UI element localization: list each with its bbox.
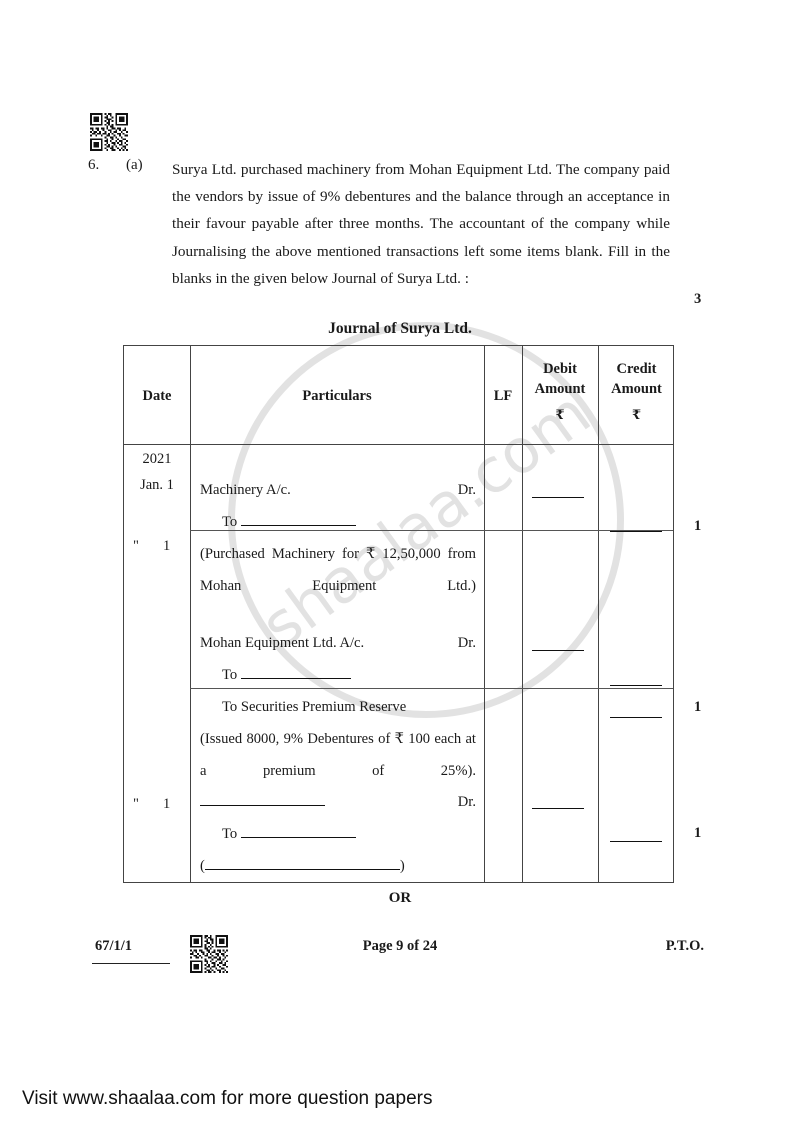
blank-field-credit-amount-2b[interactable] — [610, 717, 662, 718]
column-divider-particulars — [484, 346, 485, 882]
journal-table: Date Particulars LF Debit Amount ₹ Credi… — [123, 345, 674, 883]
narration-close-paren-3: ) — [399, 858, 405, 874]
header-particulars: Particulars — [302, 388, 372, 404]
debit-account-line-1: Machinery A/c. Dr. — [200, 474, 476, 506]
blank-field-credit-account-1[interactable] — [240, 525, 356, 526]
question-text: Surya Ltd. purchased machinery from Moha… — [172, 161, 670, 287]
table-title: Journal of Surya Ltd. — [328, 320, 472, 337]
dr-label-1: Dr. — [457, 482, 476, 498]
header-date: Date — [142, 388, 172, 404]
debit-account-line-2: Mohan Equipment Ltd. A/c. Dr. — [200, 627, 476, 659]
row-separator-2 — [190, 688, 673, 689]
rupee-icon-credit: ₹ — [631, 407, 642, 422]
entry-marks-1: 1 — [694, 518, 702, 534]
entry-marks-3: 1 — [694, 825, 702, 841]
qr-code-top — [90, 113, 128, 151]
to-label-1: To — [222, 514, 238, 530]
question-part-label: (a) — [126, 157, 143, 173]
narration-2: (Issued 8000, 9% Debentures of ₹ 100 eac… — [200, 731, 476, 779]
header-debit-label: Debit Amount — [534, 361, 586, 397]
header-lf: LF — [493, 388, 513, 404]
ditto-mark-2: " — [133, 538, 139, 554]
qr-code-footer — [190, 935, 228, 973]
blank-field-debit-amount-2[interactable] — [532, 650, 584, 651]
blank-field-credit-account-3[interactable] — [240, 837, 356, 838]
debit-account-line-3: Dr. — [200, 786, 476, 818]
blank-field-credit-account-2[interactable] — [240, 678, 351, 679]
debit-account-name-2: Mohan Equipment Ltd. A/c. — [200, 635, 365, 651]
or-separator: OR — [388, 890, 412, 906]
paper-code: 67/1/1 — [95, 938, 133, 954]
question-number: 6. — [88, 157, 100, 173]
table-row-particulars-3: Dr. To () — [190, 786, 484, 882]
blank-field-debit-amount-1[interactable] — [532, 497, 584, 498]
blank-field-credit-amount-1[interactable] — [610, 531, 662, 532]
blank-field-credit-amount-3[interactable] — [610, 841, 662, 842]
column-divider-debit — [598, 346, 599, 882]
column-divider-lf — [522, 346, 523, 882]
debit-account-name-1: Machinery A/c. — [200, 482, 291, 498]
table-row-date-3: "1 — [124, 791, 190, 817]
table-row-particulars-2: Mohan Equipment Ltd. A/c. Dr. To To Secu… — [190, 627, 484, 819]
promo-text: Visit www.shaalaa.com for more question … — [22, 1088, 433, 1109]
blank-field-debit-account-3[interactable] — [200, 805, 325, 806]
to-label-2: To — [222, 667, 238, 683]
ditto-mark-3: " — [133, 796, 139, 812]
header-credit-amount: Credit Amount ₹ — [598, 359, 675, 425]
table-row-particulars-1: Machinery A/c. Dr. To (Purchased Machine… — [190, 474, 484, 634]
table-row-date-2: "1 — [124, 533, 190, 559]
narration-3: () — [200, 850, 476, 882]
dr-label-3: Dr. — [457, 794, 476, 810]
credit-account-line-2b: To Securities Premium Reserve — [222, 699, 407, 715]
paper-code-underline — [92, 963, 170, 964]
header-bottom-border — [124, 444, 673, 445]
date-day-2: 1 — [163, 538, 171, 554]
blank-field-debit-amount-3[interactable] — [532, 808, 584, 809]
pto-label: P.T.O. — [665, 938, 704, 954]
date-day-1: Jan. 1 — [140, 477, 174, 493]
rupee-icon-debit: ₹ — [555, 407, 565, 422]
row-separator-1 — [190, 530, 673, 531]
blank-field-narration-3[interactable] — [204, 869, 400, 870]
entry-marks-2: 1 — [694, 699, 702, 715]
credit-account-line-2a: To — [200, 659, 476, 691]
to-label-3: To — [222, 826, 238, 842]
page-number: Page 9 of 24 — [362, 938, 438, 954]
date-year-1: 2021 — [142, 451, 172, 467]
date-day-3: 1 — [163, 796, 171, 812]
credit-account-line-1: To — [200, 506, 476, 538]
narration-open-paren-3: ( — [200, 858, 205, 874]
table-row-date-1: 2021 Jan. 1 — [124, 446, 190, 498]
blank-field-credit-amount-2a[interactable] — [610, 685, 662, 686]
header-credit-label: Credit Amount — [611, 361, 662, 397]
dr-label-2: Dr. — [457, 635, 476, 651]
credit-account-line-3: To — [200, 818, 476, 850]
narration-1: (Purchased Machinery for ₹ 12,50,000 fro… — [200, 546, 476, 594]
header-debit-amount: Debit Amount ₹ — [522, 359, 598, 425]
column-divider-date — [190, 346, 191, 882]
question-marks: 3 — [694, 291, 702, 307]
